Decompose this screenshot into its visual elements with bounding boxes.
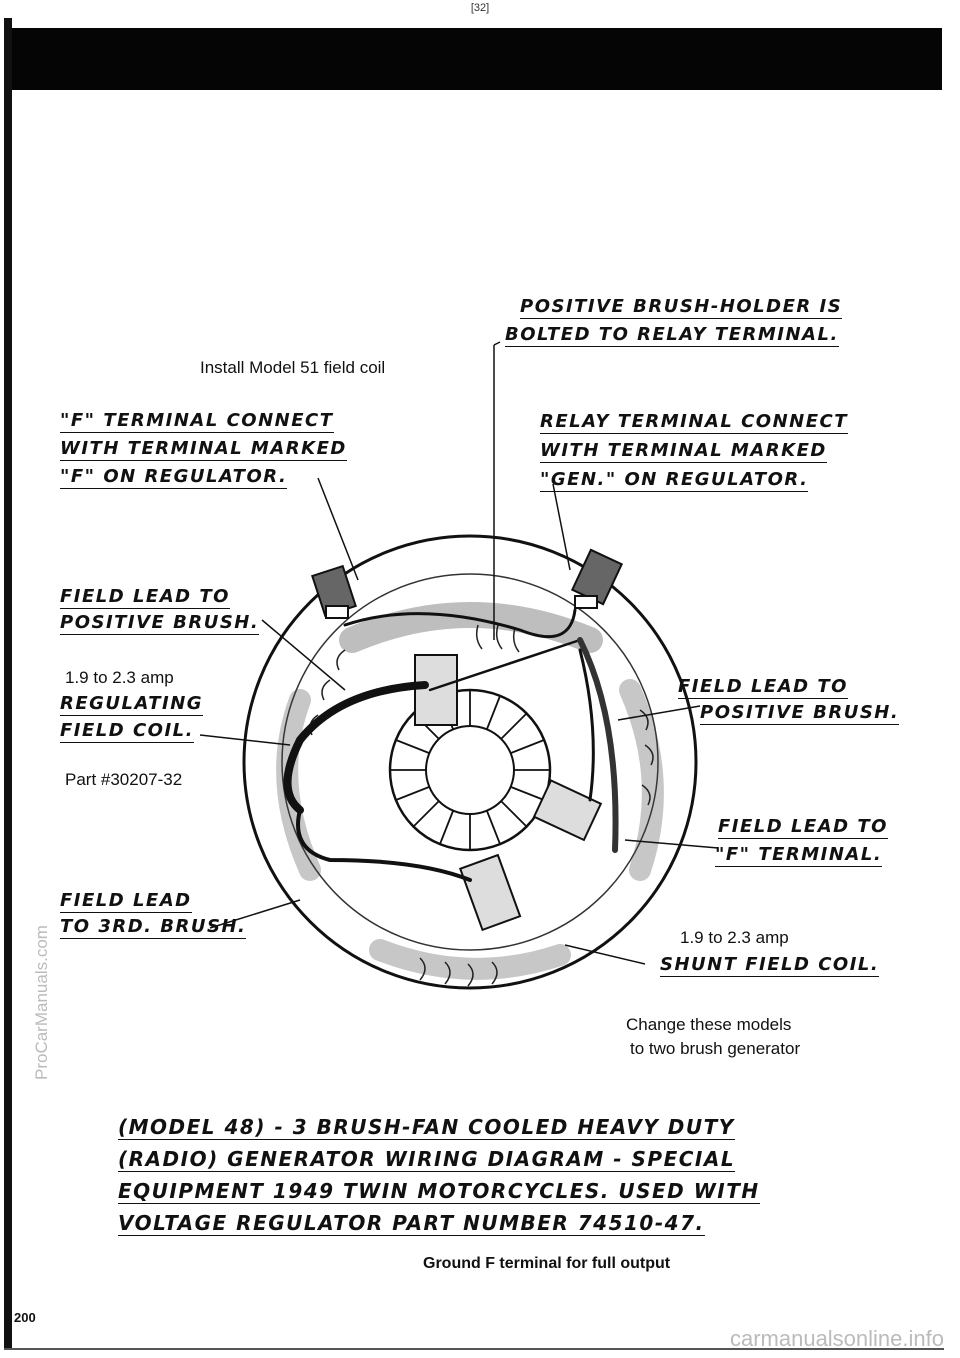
note-change-models-1: Change these models <box>626 1015 792 1034</box>
brush-holder-right <box>532 779 603 842</box>
watermark-side: ProCarManuals.com <box>32 560 52 1080</box>
brush-holder-bottom <box>458 853 522 932</box>
note-amp-left: 1.9 to 2.3 amp <box>65 668 174 687</box>
page-number: [32] <box>470 2 490 14</box>
note-part-number: Part #30207-32 <box>65 770 183 789</box>
caption-line-2: (Radio) Generator Wiring Diagram - Speci… <box>118 1147 736 1172</box>
label-regulating-2: Field Coil. <box>60 720 194 743</box>
field-coil-upper <box>339 602 603 653</box>
footer-page-number: 200 <box>14 1310 36 1325</box>
field-coil-right <box>619 679 664 881</box>
terminal-f <box>311 564 357 619</box>
generator-housing-inner <box>281 573 659 951</box>
label-field-lead-left-1: Field Lead To <box>60 586 230 609</box>
note-install-field-coil: Install Model 51 field coil <box>200 358 386 377</box>
label-f-terminal-2: With Terminal Marked <box>60 438 347 461</box>
label-field-lead-3rd-2: To 3rd. Brush. <box>60 916 247 939</box>
coil-arc-marks <box>309 624 654 987</box>
caption-line-3: Equipment 1949 Twin Motorcycles. Used Wi… <box>118 1179 760 1204</box>
note-amp-right: 1.9 to 2.3 amp <box>680 928 789 947</box>
label-f-terminal-3: "F" On Regulator. <box>60 466 288 489</box>
watermark-side-text: ProCarManuals.com <box>32 925 51 1080</box>
label-positive-brush-holder-2: Bolted to Relay Terminal. <box>505 324 839 347</box>
label-regulating-1: Regulating <box>60 693 204 716</box>
label-relay-terminal-1: Relay Terminal Connect <box>540 411 848 434</box>
terminal-gen <box>570 548 624 609</box>
label-field-lead-f-2: "F" Terminal. <box>715 844 883 867</box>
leader-lines <box>199 341 719 965</box>
label-field-lead-right-1: Field Lead To <box>678 676 848 699</box>
label-positive-brush-holder-1: Positive Brush-Holder is <box>520 296 843 319</box>
watermark-bottom: carmanualsonline.info <box>729 1326 944 1351</box>
label-relay-terminal-3: "Gen." On Regulator. <box>540 469 809 492</box>
brush-holder-top-left <box>414 654 458 726</box>
label-shunt-field-coil: Shunt Field Coil. <box>660 954 880 977</box>
label-field-lead-right-2: Positive Brush. <box>700 702 900 725</box>
caption-line-1: (Model 48) - 3 Brush-Fan Cooled Heavy Du… <box>118 1115 735 1140</box>
bottom-rule <box>4 1348 944 1350</box>
left-margin-rule <box>4 18 12 1350</box>
label-f-terminal-1: "F" Terminal Connect <box>60 410 334 433</box>
label-relay-terminal-2: With Terminal Marked <box>540 440 827 463</box>
commutator-inner <box>425 725 515 815</box>
note-ground-f-terminal: Ground F terminal for full output <box>423 1255 671 1272</box>
label-field-lead-3rd-1: Field Lead <box>60 890 192 913</box>
field-leads <box>283 608 619 882</box>
label-field-lead-left-2: Positive Brush. <box>60 612 260 635</box>
field-coil-lower <box>369 939 571 980</box>
note-change-models-2: to two brush generator <box>630 1039 801 1058</box>
header-bar <box>12 28 942 90</box>
label-field-lead-f-1: Field Lead To <box>718 816 888 839</box>
caption-line-4: Voltage Regulator Part Number 74510-47. <box>118 1211 705 1236</box>
